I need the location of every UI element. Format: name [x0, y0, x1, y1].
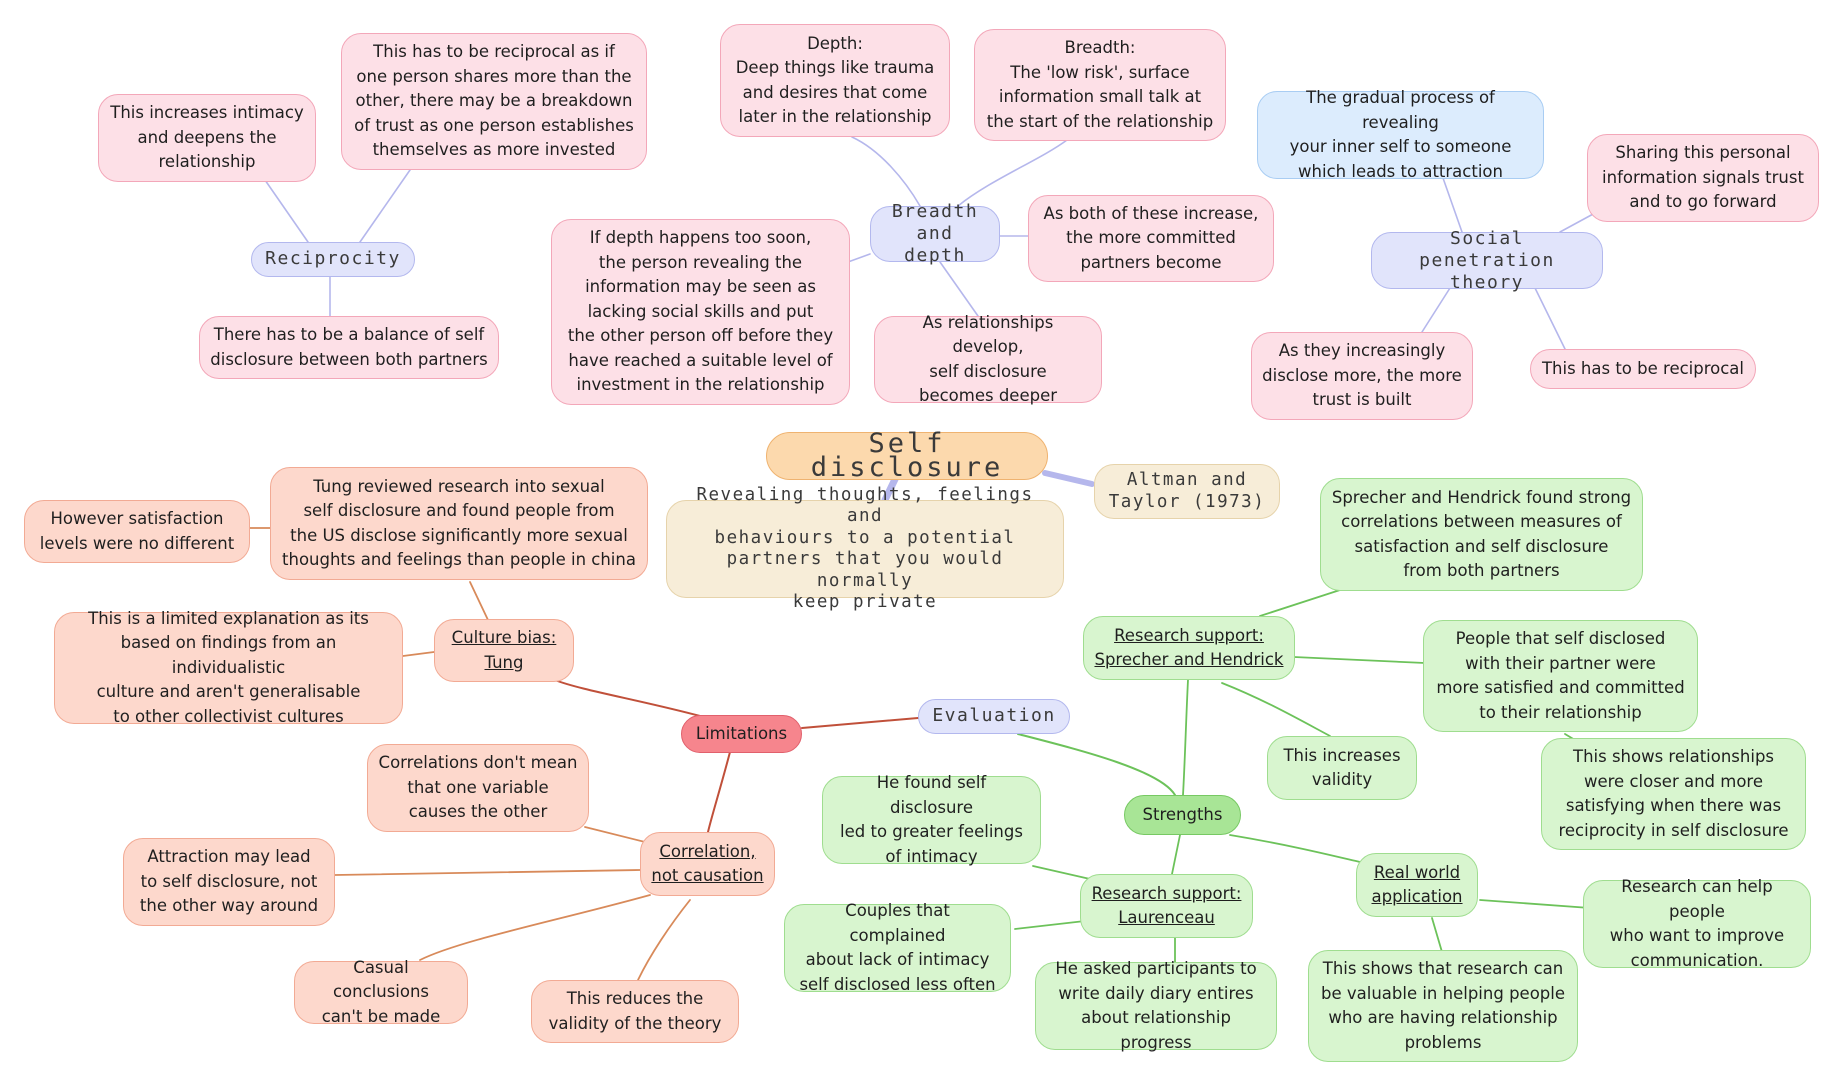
- link-spt-reciprocal: [1534, 287, 1566, 350]
- link-str-laurenceau: [1171, 834, 1181, 875]
- link-corr-reduces: [637, 899, 691, 981]
- too-soon-node[interactable]: If depth happens too soon, the person re…: [551, 219, 850, 405]
- link-bd-deeper: [939, 261, 979, 317]
- gradual-process-node[interactable]: The gradual process of revealing your in…: [1257, 88, 1544, 181]
- definition-node[interactable]: Revealing thoughts, feelings and behavio…: [666, 485, 1064, 612]
- evaluation-node[interactable]: Evaluation: [918, 699, 1070, 734]
- link-sprecher-validity: [1221, 682, 1331, 737]
- more-satisfied-node[interactable]: People that self disclosed with their pa…: [1423, 620, 1698, 732]
- link-reciprocity-intimacy: [264, 179, 309, 243]
- link-laur-complained: [1014, 920, 1086, 930]
- increases-validity-node[interactable]: This increases validity: [1267, 736, 1417, 800]
- reciprocity-breakdown-node[interactable]: This has to be reciprocal as if one pers…: [341, 33, 647, 170]
- link-corr-attraction: [334, 869, 641, 876]
- theorists-node[interactable]: Altman and Taylor (1973): [1094, 464, 1280, 519]
- complained-node[interactable]: Couples that complained about lack of in…: [784, 901, 1011, 994]
- link-eval-strengths: [1017, 733, 1176, 796]
- breadth-depth-node[interactable]: Breadth and depth: [870, 201, 1000, 266]
- breadth-node[interactable]: Breadth: The 'low risk', surface informa…: [974, 29, 1226, 141]
- link-culture-tung: [469, 581, 489, 621]
- reciprocity-balance-node[interactable]: There has to be a balance of self disclo…: [199, 316, 499, 379]
- link-real-improve: [1479, 899, 1591, 909]
- greater-intimacy-node[interactable]: He found self disclosure led to greater …: [822, 773, 1041, 866]
- sprecher-found-node[interactable]: Sprecher and Hendrick found strong corre…: [1320, 478, 1643, 591]
- diary-node[interactable]: He asked participants to write daily dia…: [1035, 959, 1277, 1052]
- link-reciprocity-breakdown: [359, 169, 411, 243]
- tung-research-node[interactable]: Tung reviewed research into sexual self …: [270, 467, 648, 580]
- reduces-validity-node[interactable]: This reduces the validity of the theory: [531, 980, 739, 1043]
- link-str-realworld: [1229, 834, 1361, 863]
- laurenceau-node[interactable]: Research support: Laurenceau: [1080, 874, 1253, 938]
- limitations-node[interactable]: Limitations: [681, 715, 802, 753]
- link-bd-breadth: [957, 139, 1068, 207]
- satisfaction-node[interactable]: However satisfaction levels were no diff…: [24, 500, 250, 563]
- link-lim-correlation: [707, 751, 731, 833]
- link-eval-limitations: [801, 717, 919, 729]
- correlation-node[interactable]: Correlation, not causation: [640, 832, 775, 896]
- reciprocity-node[interactable]: Reciprocity: [251, 242, 415, 277]
- valuable-node[interactable]: This shows that research can be valuable…: [1308, 950, 1578, 1062]
- trust-built-node[interactable]: As they increasingly disclose more, the …: [1251, 332, 1473, 420]
- improve-communication-node[interactable]: Research can help people who want to imp…: [1583, 877, 1811, 970]
- trust-signal-node[interactable]: Sharing this personal information signal…: [1587, 134, 1819, 222]
- link-corr-mean: [584, 826, 646, 843]
- reciprocal-node[interactable]: This has to be reciprocal: [1530, 349, 1756, 389]
- real-world-node[interactable]: Real world application: [1356, 853, 1478, 917]
- link-sprecher-satisfied: [1293, 656, 1426, 664]
- reciprocity-intimacy-node[interactable]: This increases intimacy and deepens the …: [98, 94, 316, 182]
- link-laur-intimacy: [1032, 865, 1091, 880]
- strengths-node[interactable]: Strengths: [1124, 795, 1241, 835]
- casual-conclusions-node[interactable]: Casual conclusions can't be made: [294, 958, 468, 1026]
- closer-node[interactable]: This shows relationships were closer and…: [1541, 738, 1806, 850]
- attraction-lead-node[interactable]: Attraction may lead to self disclosure, …: [123, 838, 335, 926]
- sprecher-node[interactable]: Research support: Sprecher and Hendrick: [1083, 616, 1295, 680]
- link-lim-culture: [554, 679, 701, 717]
- link-spt-trustsignal: [1559, 212, 1596, 233]
- culture-bias-node[interactable]: Culture bias: Tung: [434, 619, 574, 682]
- link-central-theorists: [1042, 470, 1095, 487]
- central-topic[interactable]: Self disclosure: [766, 430, 1048, 481]
- link-spt-trustbuilt: [1421, 287, 1451, 333]
- social-penetration-node[interactable]: Social penetration theory: [1371, 228, 1603, 293]
- link-str-sprecher: [1182, 679, 1189, 796]
- link-bd-depth: [851, 136, 921, 207]
- link-sprecher-found: [1259, 589, 1341, 617]
- link-culture-limited: [402, 651, 435, 657]
- limited-explanation-node[interactable]: This is a limited explanation as its bas…: [54, 609, 403, 726]
- committed-node[interactable]: As both of these increase, the more comm…: [1028, 195, 1274, 282]
- correlations-mean-node[interactable]: Correlations don't mean that one variabl…: [367, 744, 589, 832]
- link-real-valuable: [1431, 917, 1443, 953]
- link-spt-gradual: [1442, 177, 1463, 233]
- depth-node[interactable]: Depth: Deep things like trauma and desir…: [720, 24, 950, 137]
- deeper-node[interactable]: As relationships develop, self disclosur…: [874, 313, 1102, 405]
- link-bd-toosoon: [847, 253, 871, 263]
- link-corr-casual: [419, 894, 651, 961]
